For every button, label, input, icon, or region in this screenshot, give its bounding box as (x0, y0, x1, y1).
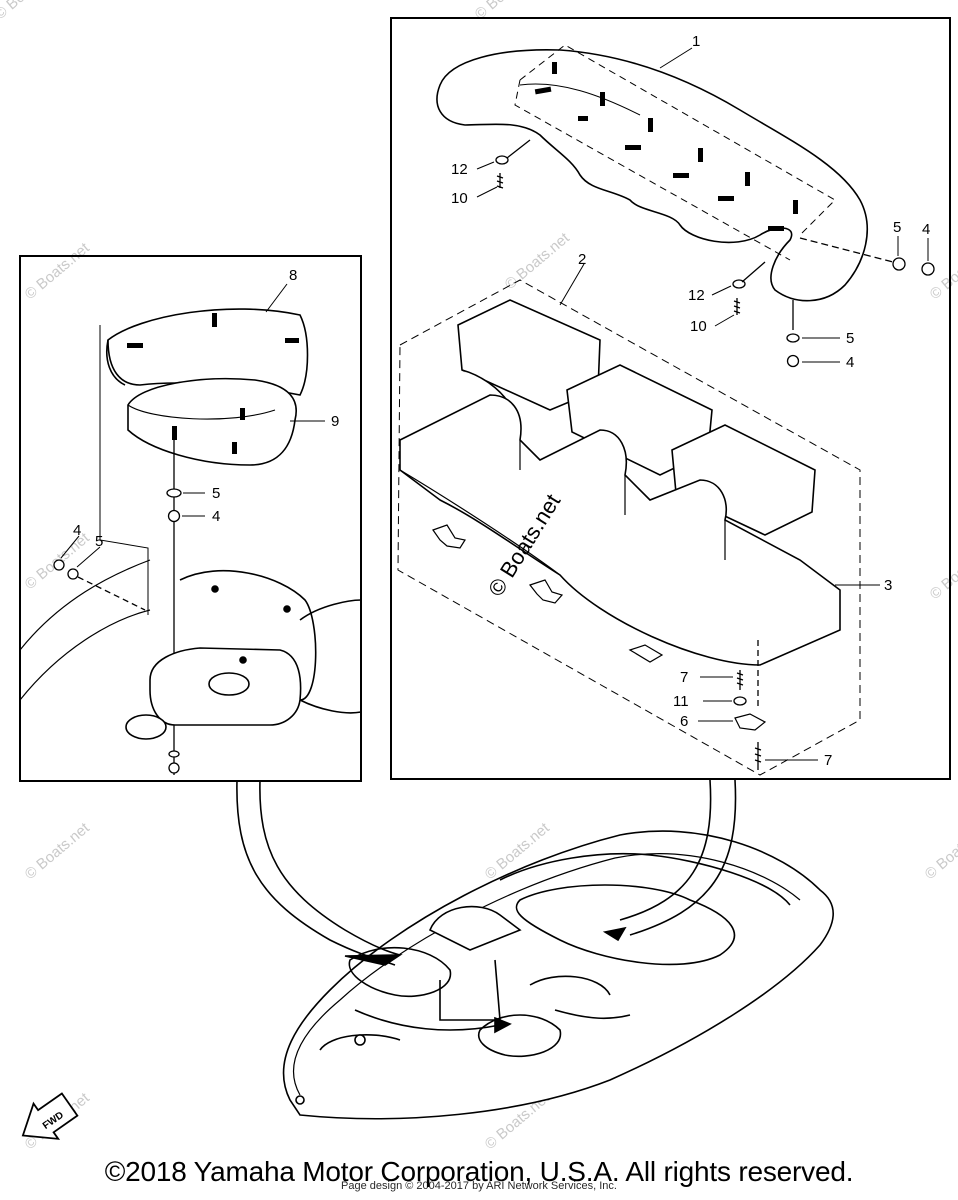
callout-10[interactable]: 10 (690, 318, 707, 335)
watermark: © Boats.net (22, 239, 94, 303)
callout-4[interactable]: 4 (212, 508, 220, 525)
copyright-notice: ©2018 Yamaha Motor Corporation, U.S.A. A… (104, 1156, 854, 1187)
front-console-base (19, 559, 362, 740)
fasteners-part-3 (733, 640, 762, 770)
part-3-seat-base[interactable] (399, 394, 841, 666)
callout-9[interactable]: 9 (331, 413, 339, 430)
part-1-rear-seat-cushion[interactable] (436, 48, 868, 302)
fasteners-part-1 (495, 139, 935, 368)
callout-leaders (60, 47, 929, 761)
frame-clips (432, 524, 767, 731)
callout-1[interactable]: 1 (692, 33, 700, 50)
callout-7[interactable]: 7 (824, 752, 832, 769)
leader-lines (236, 779, 737, 1034)
callout-8[interactable]: 8 (289, 267, 297, 284)
callouts: 1 2 3 5 4 5 4 12 10 12 10 8 9 5 4 4 5 7 … (73, 33, 930, 769)
callout-2[interactable]: 2 (578, 251, 586, 268)
part-8-dash-outline (99, 325, 149, 615)
callout-3[interactable]: 3 (884, 577, 892, 594)
callout-5[interactable]: 5 (846, 330, 854, 347)
boat-overview (282, 830, 834, 1120)
callout-12[interactable]: 12 (688, 287, 705, 304)
part-8-backrest-cushion[interactable] (106, 308, 309, 396)
callout-5[interactable]: 5 (95, 533, 103, 550)
watermark: © Boats.net (502, 229, 574, 293)
callout-7[interactable]: 7 (680, 669, 688, 686)
callout-4[interactable]: 4 (846, 354, 854, 371)
callout-6[interactable]: 6 (680, 713, 688, 730)
watermark: © Boats.net (0, 0, 63, 23)
callout-11[interactable]: 11 (673, 693, 689, 710)
watermark: © Boats.net (22, 819, 94, 883)
page-design-notice: Page design © 2004-2017 by ARI Network S… (341, 1180, 617, 1192)
callout-5[interactable]: 5 (893, 219, 901, 236)
callout-12[interactable]: 12 (451, 161, 468, 178)
watermark: © Boats.net (922, 819, 958, 883)
front-seat-panel-frame (19, 255, 362, 782)
callout-4[interactable]: 4 (73, 522, 81, 539)
callout-10[interactable]: 10 (451, 190, 468, 207)
callout-4[interactable]: 4 (922, 221, 930, 238)
fasteners-front-seat (53, 440, 182, 775)
part-9-seat-cushion[interactable] (127, 377, 297, 466)
watermark: © Boats.net (927, 539, 958, 603)
fwd-arrow-icon: FWD (21, 1092, 79, 1140)
callout-5[interactable]: 5 (212, 485, 220, 502)
part-1-dash-outline (514, 44, 836, 261)
watermark: © Boats.net (472, 0, 544, 23)
rear-seat-panel-frame (390, 17, 951, 780)
part-2-dash-outline (397, 279, 861, 776)
